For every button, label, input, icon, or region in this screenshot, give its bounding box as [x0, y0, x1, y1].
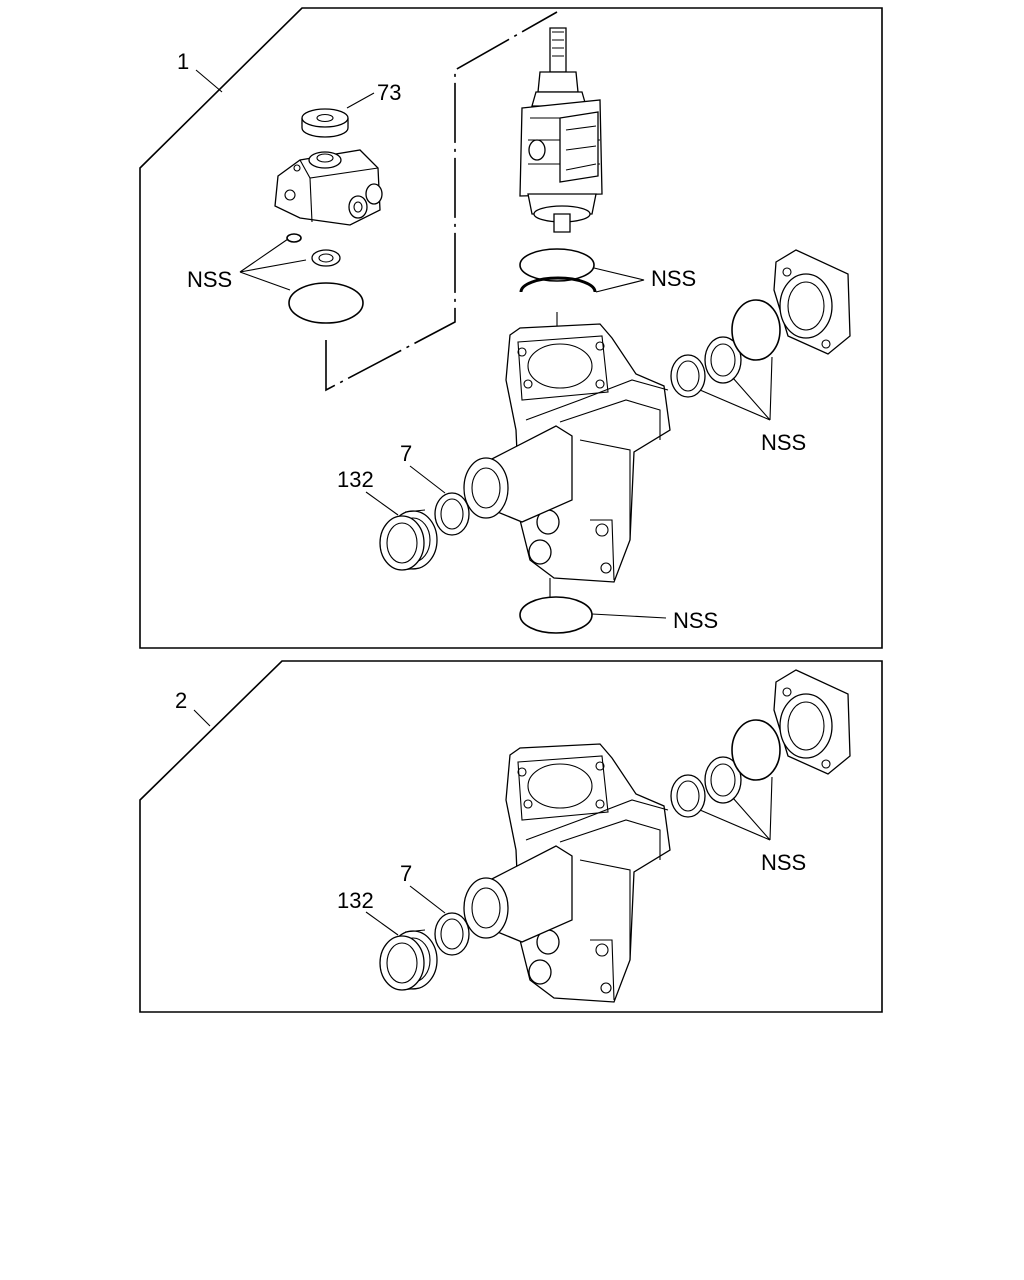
- seal-7: [434, 492, 470, 536]
- panel-2-label-7-leader: [409, 885, 446, 914]
- label-nss-top-left: NSS: [187, 267, 232, 292]
- seal-7-panel-2: [434, 912, 470, 956]
- nss-top-right-leaders: [593, 267, 645, 293]
- sector-shaft-assembly: [519, 27, 603, 233]
- nss-top-left-leaders: [239, 238, 307, 291]
- panel-1-frame: [139, 7, 883, 649]
- right-seal-outer-2: [670, 774, 706, 818]
- label-7-leader: [409, 465, 446, 494]
- large-o-ring: [288, 282, 364, 324]
- label-73: 73: [377, 80, 401, 105]
- label-nss-top-right: NSS: [651, 266, 696, 291]
- panel-2-number-leader: [193, 709, 211, 727]
- seal-132: [379, 509, 438, 571]
- panel-2-nss-right-leaders: [699, 776, 773, 841]
- right-seal-inner: [704, 336, 742, 384]
- right-seal-outer: [670, 354, 706, 398]
- label-73-leader: [346, 92, 375, 109]
- right-o-ring-2: [731, 719, 781, 781]
- label-nss-bottom: NSS: [673, 608, 718, 633]
- panel-2-label-nss-right: NSS: [761, 850, 806, 875]
- label-132-leader: [365, 491, 399, 516]
- nss-bottom-leader: [591, 613, 667, 619]
- seal-132-panel-2: [379, 929, 438, 991]
- label-132: 132: [337, 467, 374, 492]
- washer-73: [301, 108, 349, 138]
- panel-2-number: 2: [175, 688, 187, 713]
- label-nss-right: NSS: [761, 430, 806, 455]
- oil-seal: [311, 249, 341, 267]
- panel-2-label-132-leader: [365, 911, 399, 936]
- backup-ring: [519, 276, 597, 293]
- assembly-guide-line: [325, 11, 558, 392]
- side-cover: [773, 249, 851, 355]
- gear-housing-2: [463, 743, 671, 1003]
- nss-right-leaders: [699, 356, 773, 421]
- bottom-o-ring: [519, 596, 593, 634]
- side-cover-2: [773, 669, 851, 775]
- right-seal-inner-2: [704, 756, 742, 804]
- valve-body: [274, 149, 383, 226]
- top-o-ring: [519, 248, 595, 282]
- label-7: 7: [400, 441, 412, 466]
- panel-1: 1 73: [139, 7, 883, 649]
- panel-2: 2 7: [139, 660, 883, 1013]
- small-o-ring: [286, 233, 302, 243]
- panel-1-number-leader: [195, 69, 223, 93]
- right-o-ring: [731, 299, 781, 361]
- panel-2-label-132: 132: [337, 888, 374, 913]
- panel-1-number: 1: [177, 49, 189, 74]
- panel-2-label-7: 7: [400, 861, 412, 886]
- gear-housing: [463, 323, 671, 583]
- panel-2-frame: [139, 660, 883, 1013]
